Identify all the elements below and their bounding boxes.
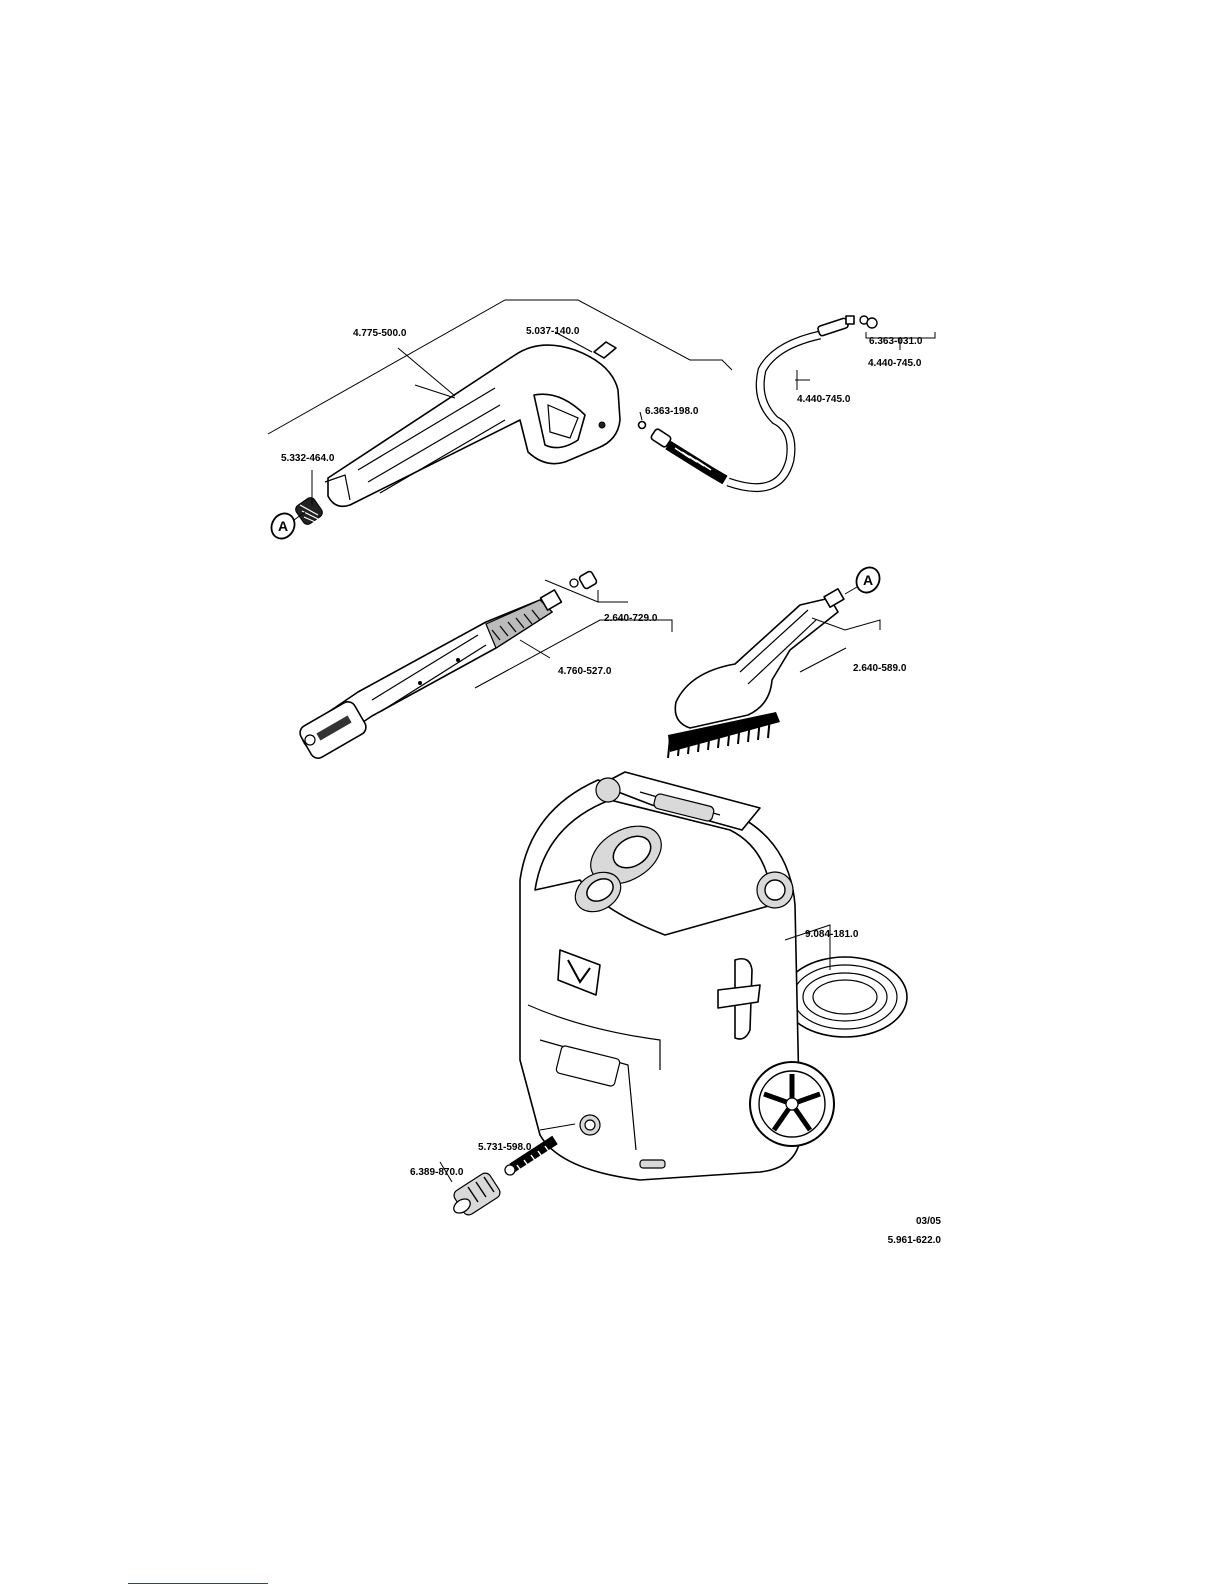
wheel	[750, 1062, 834, 1146]
label-hose-reel: 9.084-181.0	[805, 929, 859, 940]
spring	[294, 496, 325, 527]
wash-brush	[668, 589, 844, 758]
footer-doc-number: 5.961-622.0	[888, 1235, 942, 1246]
nozzle	[570, 570, 598, 589]
hose-end-ring	[860, 316, 877, 328]
label-hose-end-ring: 6.363-031.0	[869, 336, 923, 347]
label-spring: 5.332-464.0	[281, 453, 335, 464]
connector-a-brush: A	[845, 563, 884, 597]
label-brush: 2.640-589.0	[853, 663, 907, 674]
label-lance: 4.760-527.0	[558, 666, 612, 677]
footer-date: 03/05	[916, 1216, 941, 1227]
trigger-gun	[325, 345, 620, 506]
label-hose-end-kit: 4.440-745.0	[868, 358, 922, 369]
lance	[297, 590, 561, 761]
label-o-ring: 6.363-198.0	[645, 406, 699, 417]
o-ring	[639, 422, 646, 429]
label-trigger-clip: 5.037-140.0	[526, 326, 580, 337]
footer-rule	[128, 1583, 268, 1584]
label-hose: 4.440-745.0	[797, 394, 851, 405]
hose-reel	[783, 957, 907, 1037]
svg-text:A: A	[863, 572, 873, 588]
pressure-washer-unit	[520, 772, 907, 1180]
svg-text:A: A	[278, 518, 288, 534]
label-filter: 5.731-598.0	[478, 1142, 532, 1153]
trigger-clip	[594, 342, 616, 358]
label-coupling: 6.389-870.0	[410, 1167, 464, 1178]
label-grip: 4.775-500.0	[353, 328, 407, 339]
label-nozzle: 2.640-729.0	[604, 613, 658, 624]
